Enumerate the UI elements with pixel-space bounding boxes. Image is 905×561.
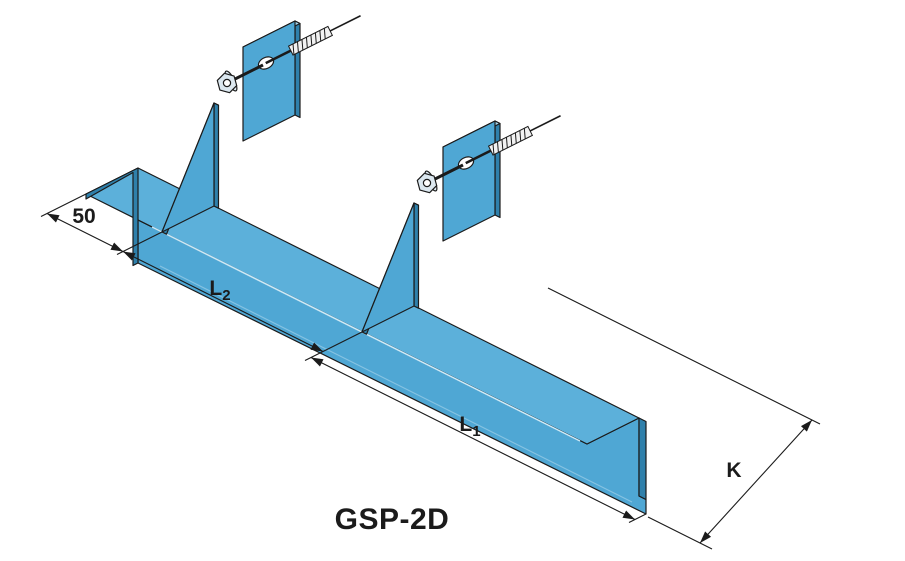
extension-line-k-top	[547, 287, 821, 425]
dim-label-k: K	[726, 459, 741, 482]
hex-nut-2	[416, 163, 464, 194]
gusset-face	[361, 202, 415, 333]
profile-top-flange	[85, 167, 640, 445]
rod-hatch-line	[314, 32, 317, 44]
rod-hatch-line	[492, 143, 495, 155]
dimensions: 50 L2 L1 K	[40, 193, 821, 550]
rod-tail	[329, 15, 361, 32]
dim-label-l2: L2	[209, 277, 230, 304]
rod-hatch-line	[301, 39, 304, 51]
product-title: GSP-2D	[335, 503, 450, 536]
plate-face	[442, 120, 496, 242]
extension-line-right-end	[628, 513, 647, 523]
dimension-line-l1	[310, 357, 636, 520]
rod-hatch-line	[323, 28, 326, 40]
threaded-rod-1	[265, 15, 361, 65]
rod-tail	[529, 115, 561, 132]
rod-hatch-line	[496, 141, 499, 153]
gusset-thickness-edge	[413, 202, 420, 309]
profile-right-end-edge	[638, 417, 647, 501]
rod-hatch-line	[501, 139, 504, 151]
rod-hatch-line	[296, 41, 299, 53]
rod-hatch-line	[319, 30, 322, 42]
anchor-plate-1	[242, 20, 301, 142]
rod-hatch-line	[523, 128, 526, 140]
gusset-2	[361, 202, 420, 335]
extension-line-anchor-2	[304, 331, 363, 361]
gusset-1	[161, 102, 220, 235]
dimension-line-l2	[122, 251, 324, 352]
extension-line-left-end	[40, 193, 87, 217]
rod-hatch-line	[514, 132, 517, 144]
nut-bore	[422, 178, 432, 188]
bolt-stub	[230, 63, 264, 83]
nut-bore	[222, 78, 232, 88]
extension-line-k-bottom	[647, 516, 713, 550]
gusset-face	[161, 102, 215, 233]
dimension-line-k	[699, 419, 813, 544]
dim-label-50: 50	[72, 205, 95, 228]
rod-shank	[465, 149, 492, 165]
rod-hatch-line	[292, 43, 295, 55]
extension-line-anchor-1	[116, 231, 163, 255]
rod-hatch-line	[305, 37, 308, 48]
rod-hatch-line	[505, 137, 508, 148]
gusset-thickness-edge	[213, 102, 220, 209]
rod-shank	[265, 49, 292, 65]
rod-hatch-line	[510, 134, 513, 146]
plate-side-edge	[494, 120, 501, 219]
anchor-plate-2	[442, 120, 501, 242]
rod-hatch-line	[310, 34, 313, 46]
dimension-line-50	[46, 213, 124, 252]
threaded-rod-2	[465, 115, 561, 165]
bolt-stub	[430, 163, 464, 183]
dim-label-l1: L1	[459, 413, 480, 440]
plate-face	[242, 20, 296, 142]
plate-side-edge	[294, 20, 301, 119]
rod-hatch-line	[519, 130, 522, 142]
hex-nut-1	[216, 63, 264, 94]
